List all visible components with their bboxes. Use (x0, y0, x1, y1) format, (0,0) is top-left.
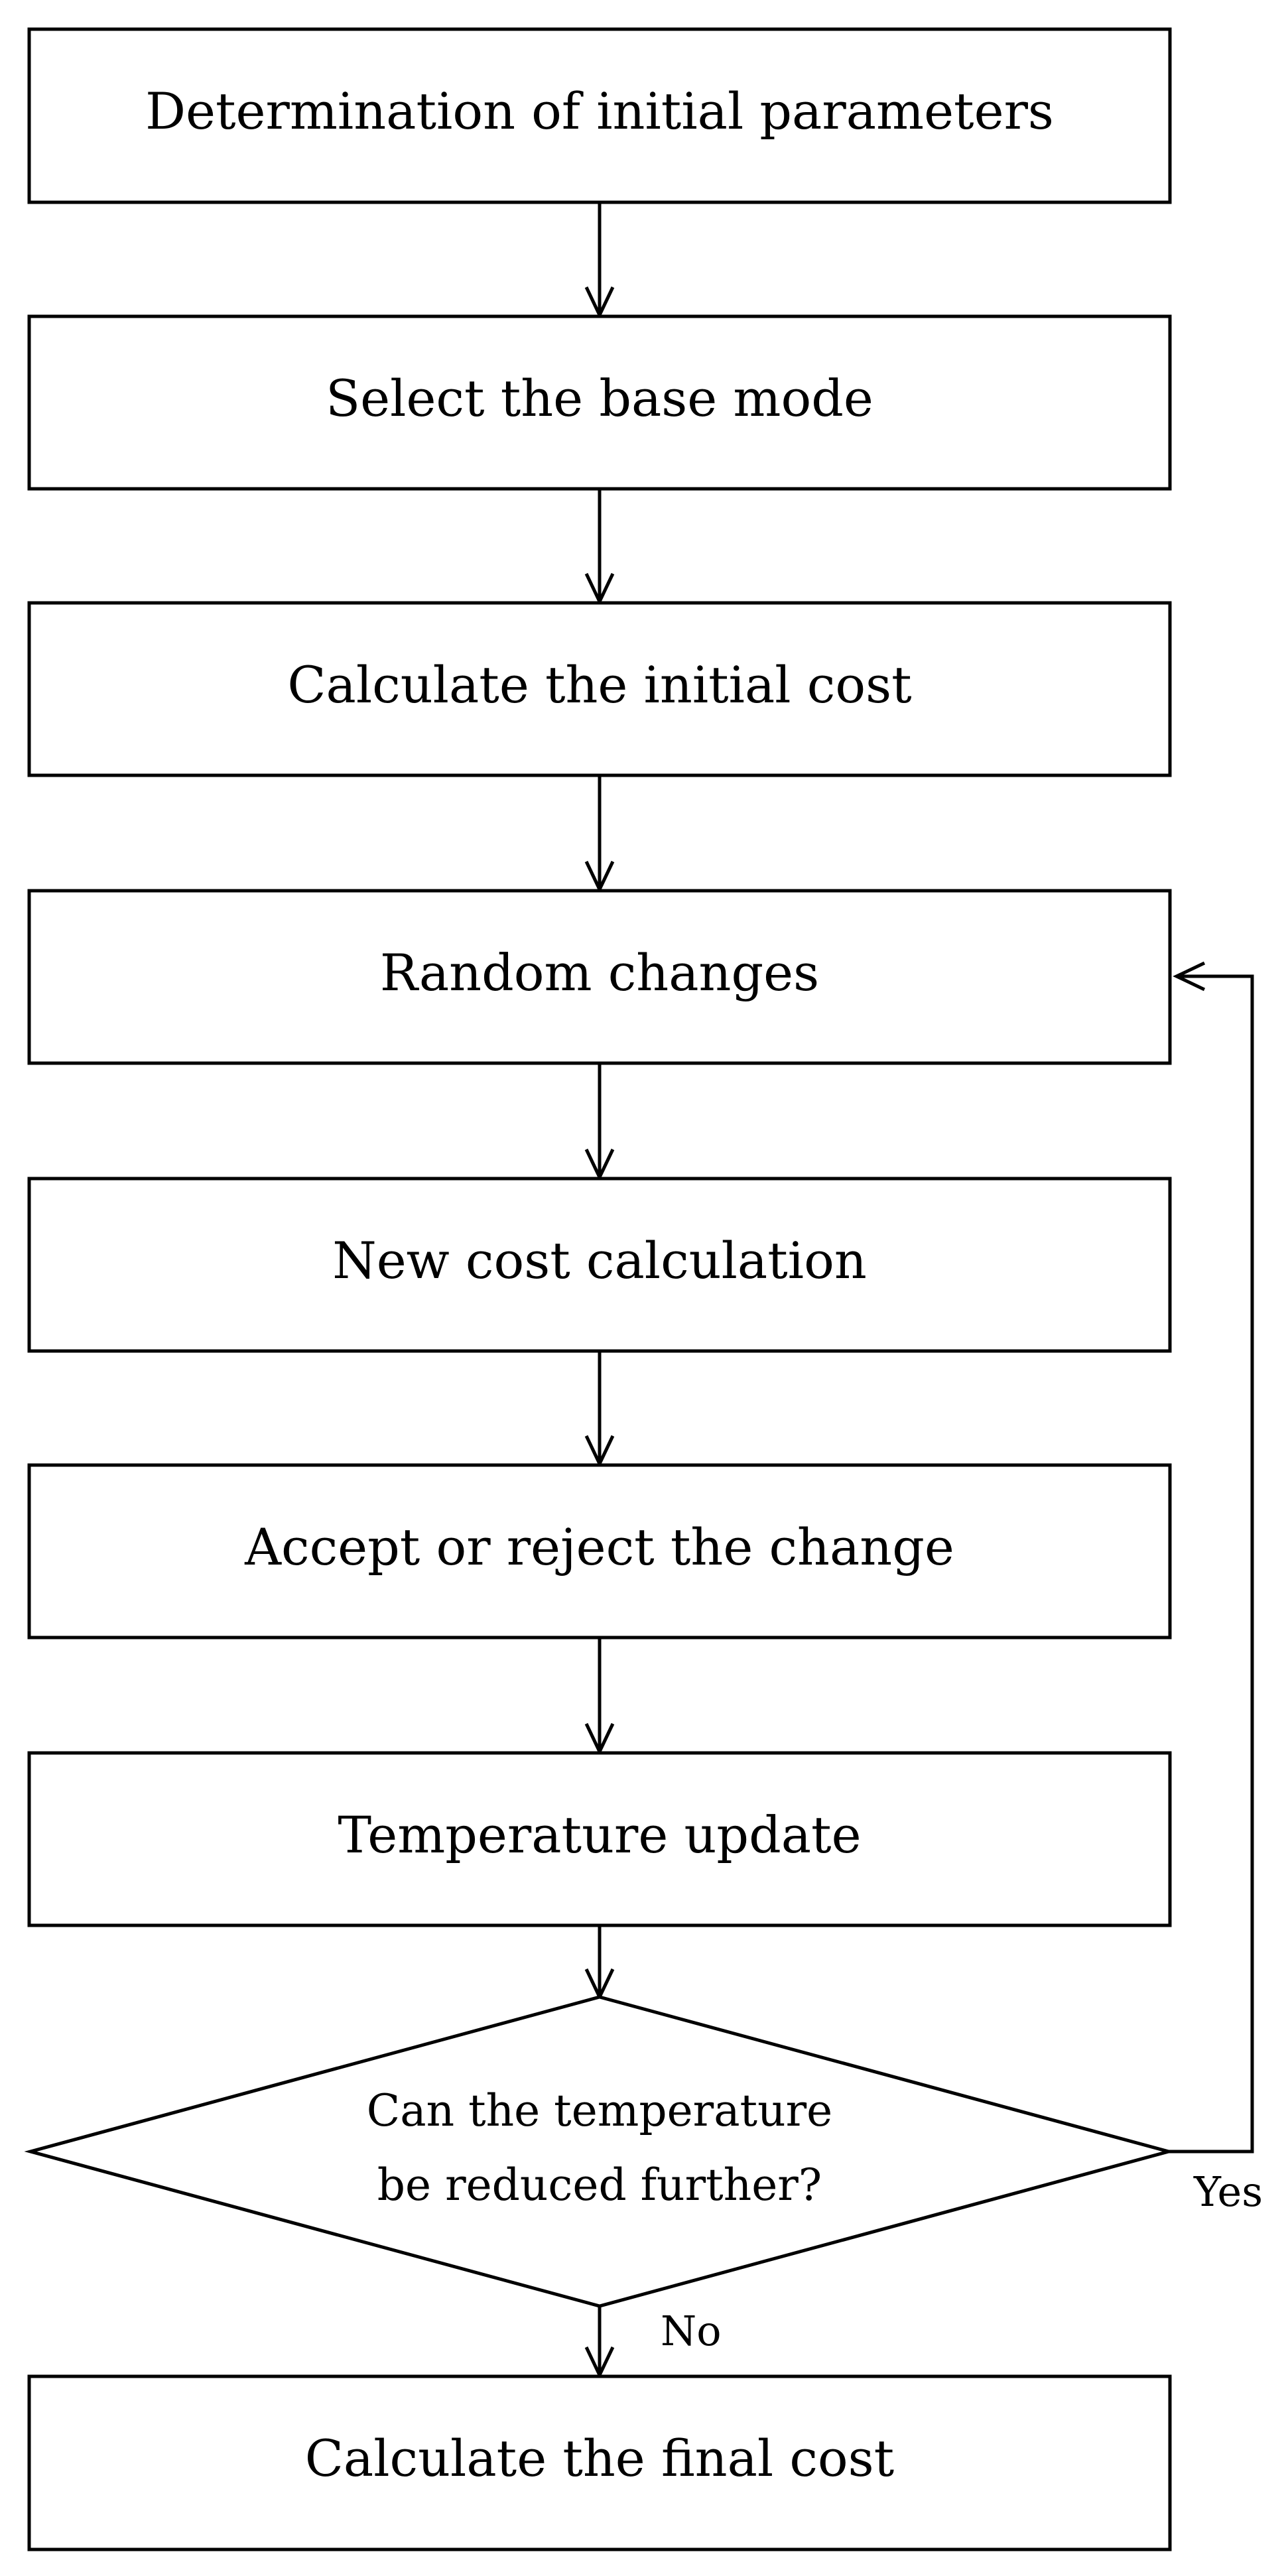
step-1: Determination of initial parameters (27, 27, 1172, 204)
step-5: New cost calculation (27, 1177, 1172, 1353)
branch-yes-label: Yes (1193, 2167, 1263, 2216)
decision-diamond (24, 1995, 1175, 2308)
step-2-box (27, 314, 1172, 491)
final-step: Calculate the final cost (27, 2374, 1172, 2551)
step-5-label: New cost calculation (332, 1231, 867, 1290)
decision: Can the temperature be reduced further? (24, 1995, 1175, 2308)
connector-yes-loop (1169, 974, 1254, 2154)
step-4-box (27, 889, 1172, 1065)
step-1-label: Determination of initial parameters (145, 82, 1054, 141)
decision-label-line-2: be reduced further? (377, 2159, 822, 2211)
step-2-label: Select the base mode (326, 369, 873, 428)
step-6-label: Accept or reject the change (244, 1517, 954, 1577)
step-2: Select the base mode (27, 314, 1172, 491)
final-step-box (27, 2374, 1172, 2551)
branch-no-label: No (661, 2307, 722, 2355)
step-7: Temperature update (27, 1751, 1172, 1927)
step-5-box (27, 1177, 1172, 1353)
step-6-box (27, 1463, 1172, 1640)
step-4: Random changes (27, 889, 1172, 1065)
final-step-label: Calculate the final cost (305, 2429, 894, 2488)
step-6: Accept or reject the change (27, 1463, 1172, 1640)
step-3-label: Calculate the initial cost (287, 655, 911, 714)
arrowhead-yes-loop (1173, 961, 1206, 992)
step-7-box (27, 1751, 1172, 1927)
step-7-label: Temperature update (338, 1805, 861, 1864)
step-3-box (27, 601, 1172, 777)
decision-label-line-1: Can the temperature (367, 2085, 832, 2136)
step-4-label: Random changes (380, 943, 819, 1002)
step-1-box (27, 27, 1172, 204)
step-3: Calculate the initial cost (27, 601, 1172, 777)
